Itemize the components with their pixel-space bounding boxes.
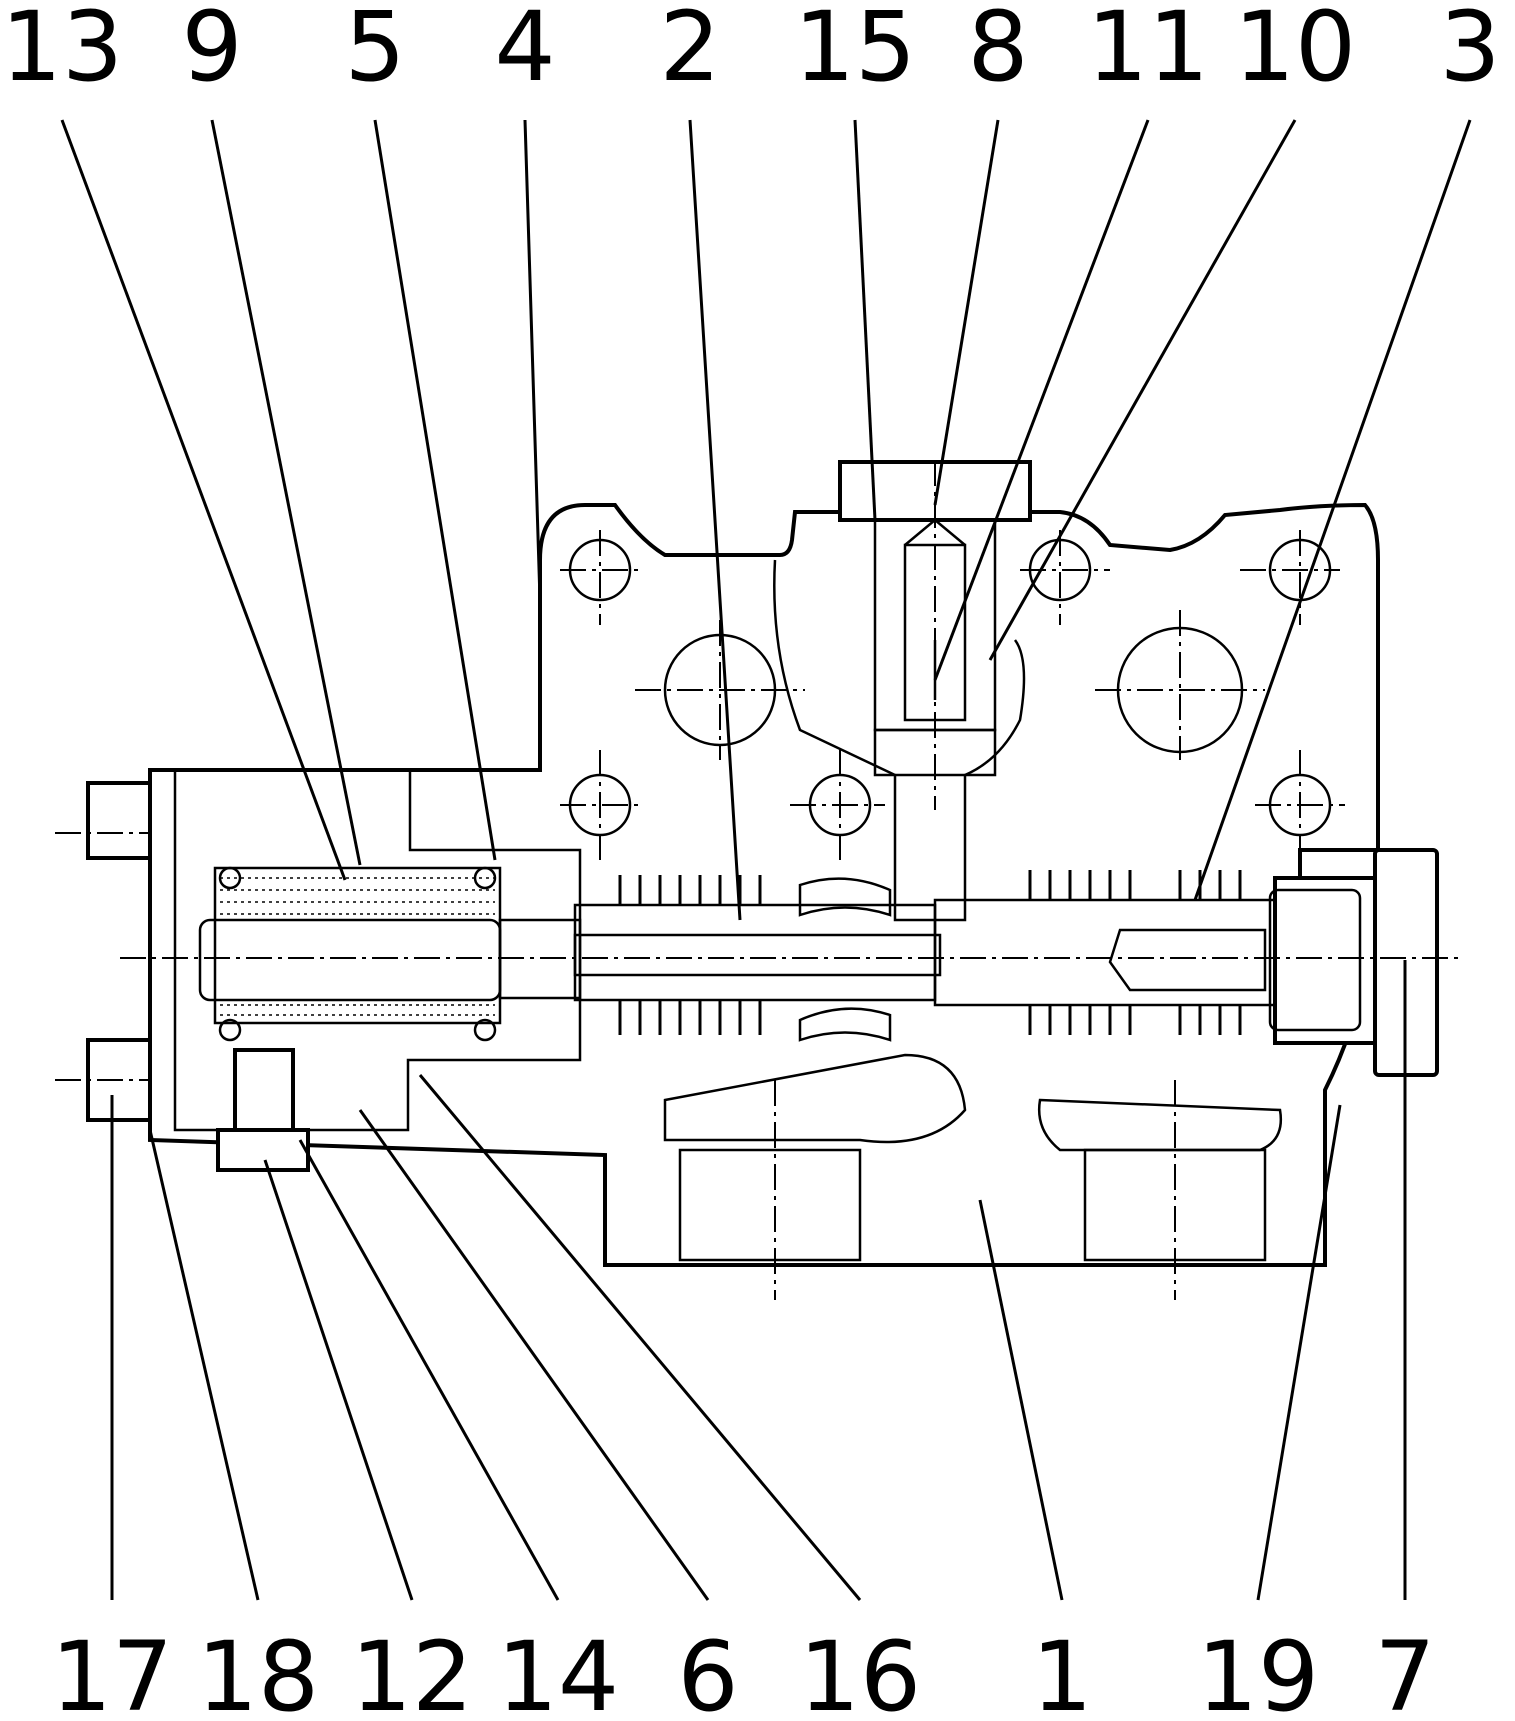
callout-12: 12 xyxy=(351,1621,473,1721)
callout-4: 4 xyxy=(494,0,555,103)
callout-19: 19 xyxy=(1197,1621,1319,1721)
callout-6: 6 xyxy=(677,1621,738,1721)
callout-16: 16 xyxy=(799,1621,921,1721)
callout-8: 8 xyxy=(967,0,1028,103)
callout-14: 14 xyxy=(497,1621,619,1721)
callout-1: 1 xyxy=(1031,1621,1092,1721)
bottom-ports xyxy=(663,1053,1283,1300)
leader-lines-bottom xyxy=(110,960,1407,1601)
callout-15: 15 xyxy=(794,0,916,103)
callouts-top: 13 9 5 4 2 15 8 11 10 3 xyxy=(1,0,1501,103)
callout-10: 10 xyxy=(1234,0,1356,103)
valve-body xyxy=(86,460,1439,1267)
callout-7: 7 xyxy=(1374,1621,1435,1721)
bolt-holes xyxy=(560,530,1345,860)
callout-17: 17 xyxy=(51,1621,173,1721)
callout-5: 5 xyxy=(344,0,405,103)
callout-13: 13 xyxy=(1,0,123,103)
callouts-bottom: 17 18 12 14 6 16 1 19 7 xyxy=(51,1621,1436,1721)
callout-11: 11 xyxy=(1087,0,1209,103)
callout-18: 18 xyxy=(197,1621,319,1721)
callout-9: 9 xyxy=(181,0,242,103)
leader-lines-top xyxy=(60,119,1472,921)
callout-3: 3 xyxy=(1439,0,1500,103)
spool-lands xyxy=(618,870,1242,1035)
spool xyxy=(498,877,1362,1042)
callout-2: 2 xyxy=(659,0,720,103)
relief-cartridge xyxy=(773,460,1026,922)
